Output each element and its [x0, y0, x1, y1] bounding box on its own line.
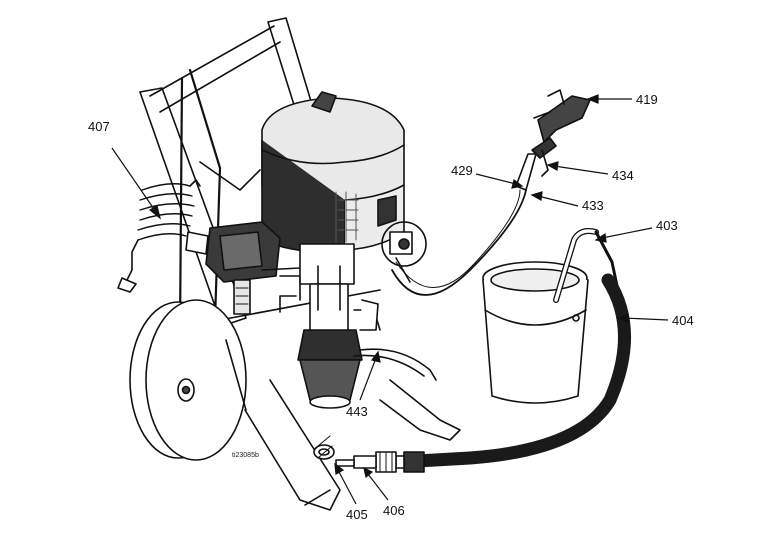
arrow-405 [334, 462, 345, 475]
callout-429: 429 [451, 163, 473, 178]
leader-406 [367, 473, 389, 501]
arrow-443 [370, 350, 381, 363]
leader-405 [337, 469, 357, 505]
callout-419: 419 [636, 92, 658, 107]
callout-405: 405 [346, 507, 368, 522]
arrow-407 [148, 205, 162, 220]
leader-434 [553, 165, 609, 175]
power-cord [117, 179, 201, 293]
callout-404: 404 [672, 313, 694, 328]
leader-404 [623, 317, 669, 321]
figure-id: ti23085b [232, 452, 259, 459]
pump-lower [279, 243, 381, 409]
spray-gun [515, 89, 591, 191]
control-box [185, 221, 301, 315]
motor-housing [261, 91, 405, 253]
paint-bucket [482, 261, 589, 404]
leader-433 [537, 195, 579, 207]
arrow-419 [586, 94, 599, 104]
cart-wheel [129, 299, 247, 461]
leader-429 [475, 173, 517, 185]
arrow-406 [363, 466, 374, 479]
arrow-433 [530, 191, 543, 201]
callout-407: 407 [88, 119, 110, 134]
leader-407 [111, 147, 157, 213]
callout-406: 406 [383, 503, 405, 518]
leader-443 [359, 357, 377, 401]
pressure-control-detail [381, 221, 427, 283]
arrow-403 [594, 232, 607, 243]
fluid-hose [391, 189, 527, 296]
arrow-404 [616, 313, 629, 323]
suction-hose [313, 273, 631, 473]
callout-443: 443 [346, 404, 368, 419]
cart-leg [244, 379, 461, 511]
callout-433: 433 [582, 198, 604, 213]
callout-403: 403 [656, 218, 678, 233]
frame-support [225, 339, 437, 411]
arrow-429 [511, 178, 524, 189]
leader-403 [601, 227, 653, 239]
callout-434: 434 [612, 168, 634, 183]
arrow-434 [546, 161, 559, 171]
